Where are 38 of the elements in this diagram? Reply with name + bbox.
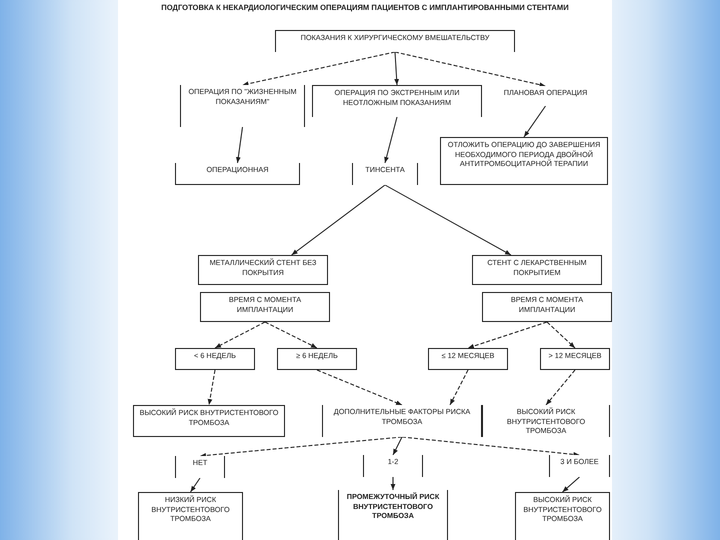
arrow xyxy=(394,52,400,86)
process-box xyxy=(472,255,602,285)
arrow xyxy=(546,322,576,348)
process-box xyxy=(515,492,610,540)
process-box xyxy=(198,255,328,285)
process-box xyxy=(540,348,610,370)
arrow xyxy=(546,370,576,406)
arrow xyxy=(394,52,546,88)
arrow xyxy=(562,476,580,492)
process-box xyxy=(338,490,448,540)
arrow xyxy=(291,184,386,256)
process-box xyxy=(482,292,612,322)
arrow xyxy=(200,436,402,458)
process-box xyxy=(275,30,515,52)
arrow xyxy=(214,322,266,348)
process-box xyxy=(175,348,255,370)
arrow xyxy=(190,478,200,492)
process-box xyxy=(175,163,300,185)
arrow xyxy=(208,370,216,406)
arrow xyxy=(392,436,402,456)
arrow xyxy=(316,370,402,406)
arrow xyxy=(264,322,318,348)
process-box xyxy=(133,405,285,437)
arrow xyxy=(242,52,396,86)
process-box xyxy=(138,492,243,540)
process-box xyxy=(277,348,357,370)
arrow xyxy=(450,370,468,406)
process-box xyxy=(428,348,508,370)
arrow xyxy=(390,476,396,490)
arrow xyxy=(468,322,548,348)
process-box xyxy=(440,137,608,185)
arrow xyxy=(402,436,580,457)
process-box xyxy=(200,292,330,322)
arrow xyxy=(384,116,398,164)
arrow xyxy=(384,184,512,256)
arrow xyxy=(236,126,243,164)
arrow xyxy=(524,106,546,138)
process-box xyxy=(312,85,482,117)
